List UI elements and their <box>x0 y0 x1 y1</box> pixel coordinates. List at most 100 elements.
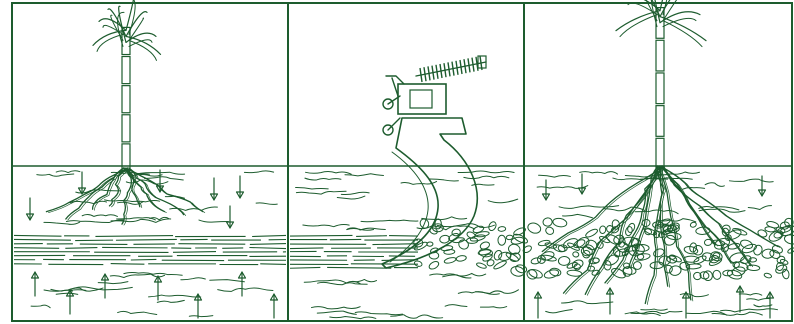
soil-clod <box>765 226 776 232</box>
soil-clod <box>475 231 490 238</box>
soil-stroke <box>341 192 369 194</box>
soil-clod <box>444 249 455 254</box>
soil-clod <box>610 225 620 234</box>
soil-stroke <box>430 179 459 181</box>
soil-stroke <box>82 215 117 217</box>
soil-stroke <box>458 171 514 173</box>
soil-clod <box>712 269 722 280</box>
soil-clod <box>572 251 579 258</box>
spring-coil <box>424 67 426 81</box>
soil-clod <box>558 256 570 265</box>
soil-stroke <box>145 177 184 180</box>
soil-clod <box>604 253 621 267</box>
soil-clod <box>530 257 541 265</box>
spring-rod <box>416 62 486 76</box>
soil-stroke <box>317 311 356 314</box>
root <box>126 169 205 213</box>
stalk-segment <box>656 40 664 71</box>
soil-clod <box>764 272 772 278</box>
soil-stroke <box>210 280 245 282</box>
soil-stroke <box>118 311 157 314</box>
hardpan-line <box>356 236 387 237</box>
stalk-segment <box>122 115 130 142</box>
soil-stroke <box>296 191 346 194</box>
soil-clod <box>626 222 636 233</box>
hardpan-line <box>290 235 352 236</box>
spring-coil <box>444 63 446 77</box>
soil-stroke <box>604 207 645 211</box>
stalk-segment <box>656 138 664 169</box>
compression-spring-icon <box>416 56 486 82</box>
leaf <box>660 17 706 41</box>
soil-stroke <box>37 174 74 176</box>
soil-stroke <box>480 307 506 308</box>
stalk-segment <box>656 73 664 104</box>
soil-clod <box>444 257 457 265</box>
soil-clod <box>624 226 633 237</box>
spring-coil <box>464 59 466 73</box>
soil-stroke <box>445 305 467 307</box>
spring-coil <box>440 64 442 78</box>
soil-stroke <box>149 295 201 297</box>
soil-stroke <box>181 278 205 280</box>
soil-clod <box>543 217 553 226</box>
soil-stroke <box>305 178 341 180</box>
spring-coil <box>428 66 430 80</box>
soil-clod <box>567 242 581 252</box>
soil-stroke <box>199 220 228 222</box>
spring-coil <box>472 58 474 72</box>
stalk-segment <box>122 86 130 113</box>
compacted-layer-icon <box>14 235 286 264</box>
soil-clod <box>768 248 781 260</box>
hardpan-line <box>290 248 323 249</box>
soil-stroke <box>296 188 329 189</box>
soil-strokes <box>296 171 519 319</box>
hardpan-line <box>95 236 173 237</box>
soil-stroke <box>256 203 277 205</box>
spring-coil <box>460 60 462 74</box>
soil-clod <box>666 232 681 240</box>
soil-clod <box>476 262 487 269</box>
stalk-segment <box>122 144 130 171</box>
soil-stroke <box>683 187 705 189</box>
soil-stroke <box>110 274 164 277</box>
plant-icon <box>616 0 706 169</box>
panel-subsoiler-action <box>290 56 529 319</box>
soil-clod <box>456 255 467 262</box>
soil-stroke <box>562 301 613 304</box>
stalk-segment <box>656 106 664 137</box>
soil-stroke <box>488 199 517 203</box>
soil-clod <box>486 259 495 267</box>
soil-clod <box>637 254 644 260</box>
soil-clod <box>527 221 543 234</box>
hardpan-line <box>14 248 59 249</box>
soil-stroke <box>311 307 360 309</box>
soil-stroke <box>747 298 770 300</box>
soil-stroke <box>641 309 667 310</box>
shank-body <box>382 118 477 268</box>
hardpan-line <box>173 252 216 253</box>
soil-clod <box>757 229 768 239</box>
leaf <box>660 12 700 23</box>
soil-stroke <box>721 309 778 312</box>
soil-stroke <box>705 183 724 187</box>
soil-clod <box>506 235 513 240</box>
soil-stroke <box>754 305 772 307</box>
hardpan-line <box>14 239 71 240</box>
soil-clod <box>493 249 503 261</box>
plant-icon <box>93 0 161 171</box>
soil-clod <box>428 260 440 271</box>
soil-stroke <box>748 206 771 210</box>
panel-compacted-soil <box>14 0 286 318</box>
soil-clod <box>498 226 506 231</box>
hardpan-line <box>250 244 286 245</box>
soil-clod <box>479 241 490 251</box>
soil-stroke <box>361 220 418 222</box>
spring-coil <box>452 62 454 76</box>
soil-stroke <box>330 317 376 319</box>
hardpan-line <box>260 264 286 265</box>
root <box>663 167 752 267</box>
soil-clod <box>747 265 760 271</box>
soil-stroke <box>580 172 618 174</box>
